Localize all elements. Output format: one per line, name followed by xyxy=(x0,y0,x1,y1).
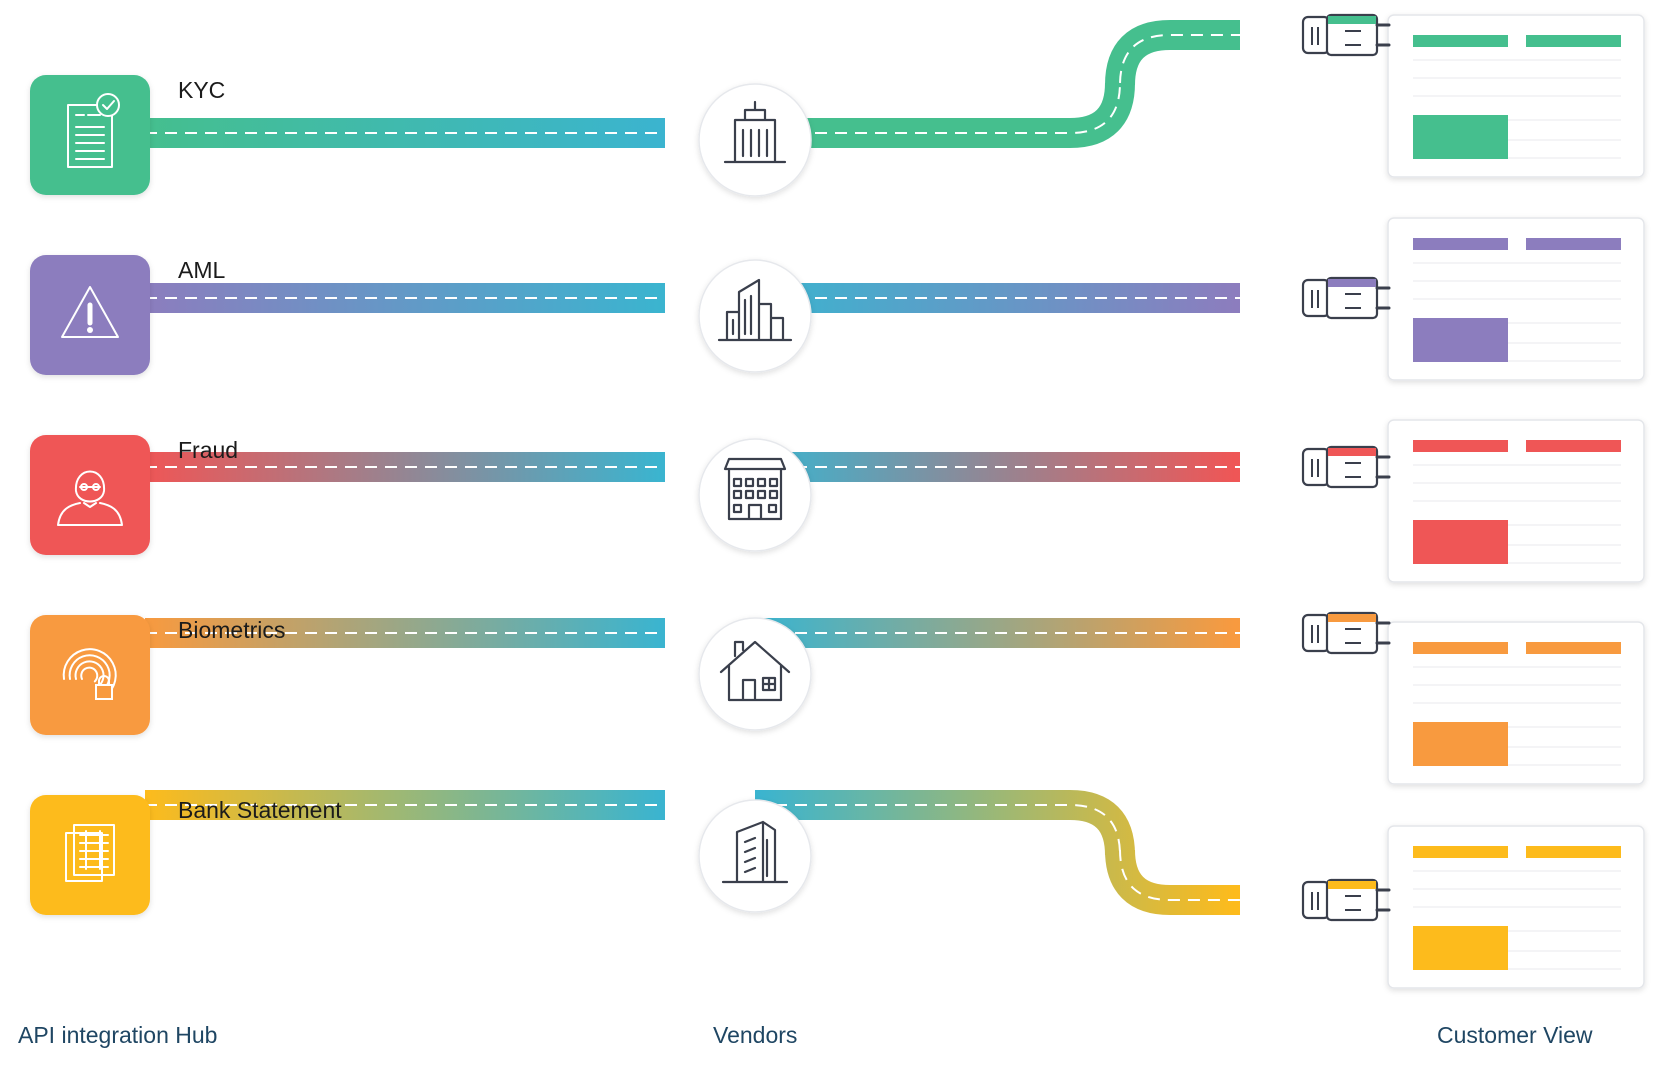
vendor-circle-bank-statement xyxy=(698,799,812,913)
vendor-circle-kyc xyxy=(698,83,812,197)
row-label-kyc: KYC xyxy=(178,77,226,103)
road-right-kyc xyxy=(755,20,1240,148)
plug-icon-aml xyxy=(1301,276,1391,320)
office-building-icon xyxy=(723,457,787,521)
vendor-circle-biometrics xyxy=(698,617,812,731)
masked-thief-icon xyxy=(57,470,123,526)
source-box-fraud xyxy=(30,435,150,555)
customer-panel-aml xyxy=(1387,217,1645,381)
customer-panel-biometrics xyxy=(1387,621,1645,785)
footer-hub-label: API integration Hub xyxy=(18,1022,218,1048)
plug-icon-biometrics xyxy=(1301,611,1391,655)
customer-panel-bank-statement xyxy=(1387,825,1645,989)
fingerprint-lock-icon xyxy=(62,648,117,700)
row-label-bank-statement: Bank Statement xyxy=(178,797,342,823)
source-box-biometrics xyxy=(30,615,150,735)
tower-icon xyxy=(721,820,789,884)
source-box-bank-statement xyxy=(30,795,150,915)
warning-triangle-icon xyxy=(61,286,119,338)
customer-panel-fraud xyxy=(1387,419,1645,583)
road-dash-right-bank-statement xyxy=(755,804,1240,901)
row-label-biometrics: Biometrics xyxy=(178,617,286,643)
skyscraper-icon xyxy=(723,100,787,164)
document-check-icon xyxy=(67,93,120,168)
city-towers-icon xyxy=(717,278,793,342)
footer-customer-view-label: Customer View xyxy=(1437,1022,1593,1048)
customer-panel-kyc xyxy=(1387,14,1645,178)
row-label-aml: AML xyxy=(178,257,226,283)
bank-statement-icon xyxy=(65,824,115,882)
row-label-fraud: Fraud xyxy=(178,437,239,463)
vendor-circle-fraud xyxy=(698,438,812,552)
plug-icon-kyc xyxy=(1301,13,1391,57)
vendor-circle-aml xyxy=(698,259,812,373)
house-icon xyxy=(719,640,791,702)
plug-icon-bank-statement xyxy=(1301,878,1391,922)
plug-icon-fraud xyxy=(1301,445,1391,489)
footer-vendors-label: Vendors xyxy=(713,1022,798,1048)
road-right-bank-statement xyxy=(755,790,1240,915)
